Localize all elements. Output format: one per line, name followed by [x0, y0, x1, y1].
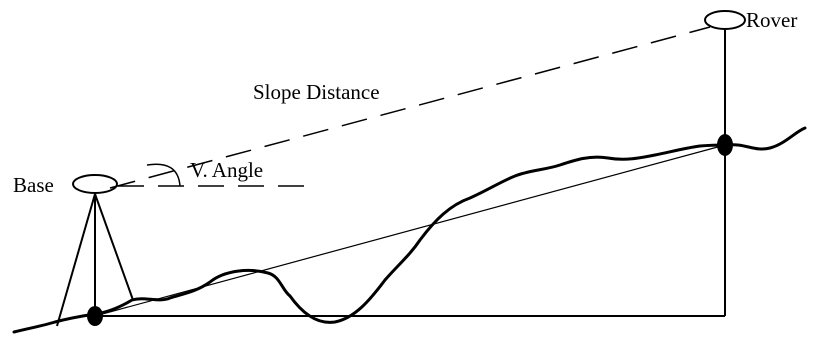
rover-label: Rover: [746, 8, 797, 32]
rover-point-marker: [717, 134, 733, 156]
ground-line-base-to-rover: [94, 144, 726, 317]
vertical-angle-label: V. Angle: [190, 158, 263, 182]
base-tripod: [56, 193, 134, 327]
ground-profile: [12, 126, 807, 334]
base-point-marker: [87, 306, 103, 326]
vertical-angle-arc: [146, 163, 181, 187]
slope-distance-line: [109, 26, 711, 189]
slope-distance-label: Slope Distance: [253, 80, 380, 104]
base-label: Base: [13, 173, 54, 197]
rover-antenna: [704, 10, 746, 30]
base-instrument: [72, 174, 118, 194]
